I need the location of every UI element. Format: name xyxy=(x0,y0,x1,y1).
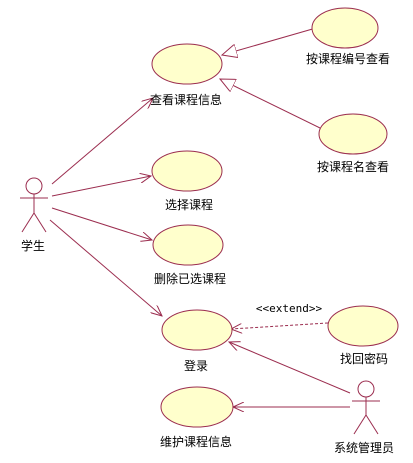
use-case-select-course[interactable] xyxy=(151,150,223,192)
assoc-student-login xyxy=(49,219,162,316)
label-recover-password: 找回密码 xyxy=(340,351,388,366)
admin-head xyxy=(357,380,375,398)
use-case-recover-password[interactable] xyxy=(327,305,399,347)
label-maintain-course-info: 维护课程信息 xyxy=(160,434,232,449)
label-login: 登录 xyxy=(184,358,208,373)
label-select-course: 选择课程 xyxy=(165,197,213,212)
use-case-view-course-info[interactable] xyxy=(151,43,223,85)
use-case-login[interactable] xyxy=(161,309,233,351)
label-actor-student: 学生 xyxy=(21,238,45,253)
admin-left-leg xyxy=(353,414,367,435)
use-case-view-by-name[interactable] xyxy=(318,113,388,155)
student-right-leg xyxy=(33,212,47,233)
label-view-by-number: 按课程编号查看 xyxy=(306,51,390,66)
use-case-maintain-course-info[interactable] xyxy=(160,386,234,428)
use-case-ellipses xyxy=(151,7,399,428)
actor-student[interactable] xyxy=(20,177,48,233)
assoc-student-select xyxy=(51,176,151,197)
extend-recover-login xyxy=(231,322,329,329)
assoc-student-delete xyxy=(51,207,152,240)
student-head xyxy=(25,177,43,195)
labels: 查看课程信息 按课程编号查看 按课程名查看 选择课程 删除已选课程 登录 找回密… xyxy=(21,51,394,455)
assoc-admin-login xyxy=(229,342,351,394)
connectors xyxy=(49,27,351,407)
assoc-student-view xyxy=(51,98,153,185)
label-view-course-info: 查看课程信息 xyxy=(150,92,222,107)
student-left-leg xyxy=(21,212,35,233)
label-delete-selected: 删除已选课程 xyxy=(154,271,226,286)
use-case-view-by-number[interactable] xyxy=(311,7,379,49)
admin-right-leg xyxy=(365,414,379,435)
use-case-delete-selected[interactable] xyxy=(152,224,224,266)
generalization-by-name xyxy=(220,79,321,129)
label-view-by-name: 按课程名查看 xyxy=(317,159,389,174)
label-extend-stereotype: <<extend>> xyxy=(256,302,323,315)
generalization-by-number xyxy=(222,27,317,55)
label-actor-admin: 系统管理员 xyxy=(334,440,394,455)
actor-admin[interactable] xyxy=(352,380,380,435)
